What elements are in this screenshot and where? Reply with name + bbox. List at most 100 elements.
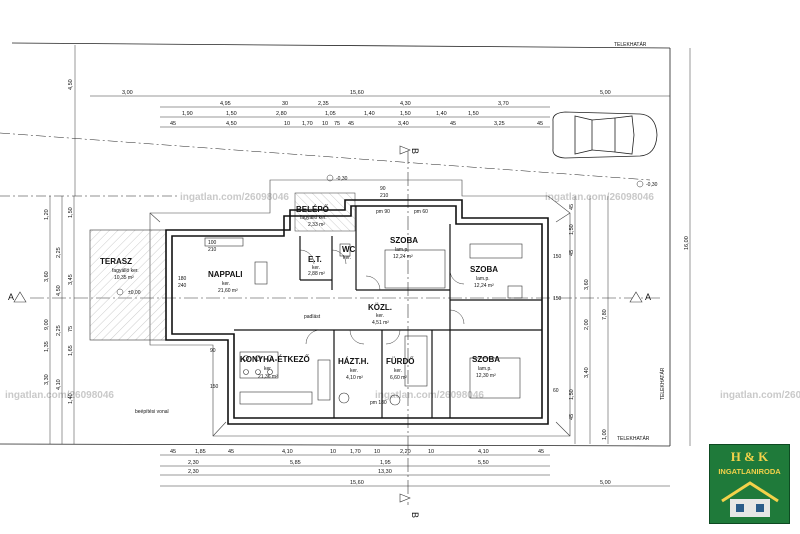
interior-walls <box>234 206 542 418</box>
watermark: ingatlan.com/26098046 <box>180 192 289 203</box>
dim-label: 7,80 <box>602 309 608 320</box>
furniture <box>204 237 523 406</box>
opening-label: pm 60 <box>414 209 428 215</box>
dimension-text-bottom: 45 1,85 45 4,10 10 1,70 10 2,20 10 4,10 … <box>170 449 611 486</box>
dimension-text-right: 45 1,50 45 16,00 3,60 2,00 7,80 3,40 1,5… <box>569 204 690 440</box>
dim-label: 1,00 <box>602 429 608 440</box>
room-labels: NAPPALI ker. 21,60 m² BELÉPŐ fagyálló ke… <box>208 205 500 381</box>
opening-label: 180 <box>178 276 187 282</box>
room-name: KÖZL. <box>368 303 392 312</box>
room-sub: ker. <box>350 368 358 374</box>
section-label: A <box>8 292 14 302</box>
watermark: ingatlan.com/26098046 <box>720 390 800 401</box>
room-name: KONYHA-ÉTKEZŐ <box>240 355 310 364</box>
roof-outline <box>149 179 571 437</box>
dim-label: 4,30 <box>400 101 411 107</box>
room-name: BELÉPŐ <box>296 205 329 214</box>
dim-label: 3,40 <box>584 367 590 378</box>
dim-label: 75 <box>68 326 74 332</box>
dim-label: 1,90 <box>182 111 193 117</box>
dim-label: 3,40 <box>398 121 409 127</box>
dim-label: 1,05 <box>325 111 336 117</box>
dim-label: 1,95 <box>380 460 391 466</box>
dim-label: 3,25 <box>494 121 505 127</box>
dim-label: 1,20 <box>44 209 50 220</box>
room-name: HÁZT.H. <box>338 357 369 366</box>
section-lines <box>13 145 660 505</box>
attic-label: padlást <box>304 314 321 320</box>
dim-label: 1,50 <box>68 207 74 218</box>
opening-label: 210 <box>208 247 217 253</box>
room-name: SZOBA <box>472 355 500 364</box>
dim-label: 3,70 <box>498 101 509 107</box>
dim-label: 9,00 <box>44 319 50 330</box>
dim-label: 1,50 <box>569 224 575 235</box>
room-sub: lam.p. <box>478 366 492 372</box>
opening-label: 90 <box>380 186 386 192</box>
watermark: ingatlan.com/26098046 <box>5 390 114 401</box>
dim-label: 1,40 <box>436 111 447 117</box>
dim-label: 1,50 <box>400 111 411 117</box>
elevation-label: -0,30 <box>646 182 658 188</box>
opening-label: 150 <box>210 384 219 390</box>
dim-label: 1,35 <box>44 341 50 352</box>
dim-label: 5,00 <box>600 480 611 486</box>
dim-label: 3,00 <box>122 90 133 96</box>
dim-label: 45 <box>450 121 456 127</box>
dim-label: 3,30 <box>44 374 50 385</box>
dimension-lines-bottom <box>160 454 670 487</box>
dim-label: 1,50 <box>569 389 575 400</box>
dimension-text-left: 4,50 1,20 1,50 2,25 3,60 4,50 9,00 2,25 … <box>44 79 74 404</box>
lot-boundary-label: TELEKHATÁR <box>659 367 666 400</box>
room-sub: ker. <box>376 313 384 319</box>
dim-label: 4,10 <box>478 449 489 455</box>
opening-label: 210 <box>380 193 389 199</box>
dim-label: 5,50 <box>478 460 489 466</box>
room-name: SZOBA <box>470 265 498 274</box>
dim-label: 2,00 <box>584 319 590 330</box>
dim-label: 10 <box>374 449 380 455</box>
dim-label: 1,65 <box>68 345 74 356</box>
opening-label: pm 90 <box>376 209 390 215</box>
elevation-label: ±0,00 <box>128 290 141 296</box>
room-sub: lam.p. <box>395 247 409 253</box>
dim-label: 4,95 <box>220 101 231 107</box>
opening-label: 60 <box>553 388 559 394</box>
house-icon <box>721 481 779 517</box>
dim-label: 75 <box>334 121 340 127</box>
dim-label: 2,25 <box>56 325 62 336</box>
dim-label: 2,35 <box>318 101 329 107</box>
section-label: A <box>645 292 651 302</box>
room-name: WC <box>342 245 356 254</box>
opening-label: 100 <box>208 240 217 246</box>
dim-label: 15,60 <box>350 480 364 486</box>
dim-label: 4,50 <box>68 79 74 90</box>
room-name: FÜRDŐ <box>386 357 414 366</box>
room-area: 21,36 m² <box>258 374 278 380</box>
opening-label: 150 <box>553 254 562 260</box>
dim-label: 45 <box>569 204 575 210</box>
dim-label: 4,50 <box>56 285 62 296</box>
dim-label: 4,10 <box>56 379 62 390</box>
lot-boundaries <box>0 42 671 447</box>
dim-label: 1,85 <box>195 449 206 455</box>
dim-label: 10 <box>428 449 434 455</box>
room-name: E.T. <box>308 255 322 264</box>
terrace <box>89 229 167 341</box>
dim-label: 1,70 <box>350 449 361 455</box>
dim-label: 4,50 <box>226 121 237 127</box>
dim-label: 2,30 <box>188 460 199 466</box>
watermark: ingatlan.com/26098046 <box>545 192 654 203</box>
dim-label: 45 <box>538 449 544 455</box>
dim-label: 1,40 <box>364 111 375 117</box>
dim-label: 10 <box>330 449 336 455</box>
dim-label: 2,80 <box>276 111 287 117</box>
room-area: 4,10 m² <box>346 375 363 381</box>
elevation-markers <box>116 174 644 296</box>
room-sub: fagyálló ker. <box>112 268 139 274</box>
watermarks: ingatlan.com/26098046 ingatlan.com/26098… <box>5 192 800 401</box>
building-line-label: beépítési vonal <box>135 409 169 415</box>
dim-label: 45 <box>569 250 575 256</box>
room-sub: ker. <box>312 265 320 271</box>
